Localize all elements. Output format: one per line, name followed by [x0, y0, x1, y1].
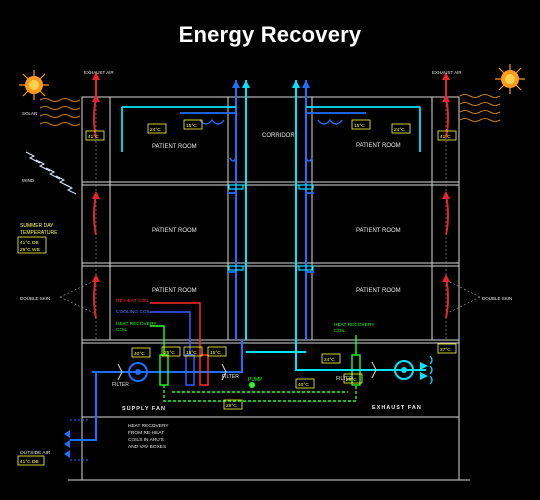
label-cooling-coil: COOLING COIL — [116, 309, 151, 315]
top-floor-supply-ducts — [180, 112, 366, 273]
filter-icons — [117, 361, 377, 381]
heat-recovery-coil — [150, 325, 361, 402]
label-reheat-coil: RE-HEAT COIL — [116, 298, 149, 304]
label-double-skin-left: DOUBLE SKIN — [20, 296, 50, 301]
label-outside-air: OUTSIDE AIR — [20, 450, 51, 456]
label-filter: FILTER — [112, 382, 129, 388]
label-solar: SOLAR — [22, 111, 38, 116]
label-exhaust-air-right: EXHAUST AIR — [432, 70, 462, 75]
sun-icon — [19, 70, 49, 100]
room-label: PATIENT ROOM — [356, 143, 401, 149]
temp-label: 25°C — [164, 350, 175, 356]
temp-label: 15°C — [354, 123, 365, 129]
label-pump: PUMP — [248, 377, 263, 383]
note-line-3: COILS IN AHU'S — [128, 437, 164, 443]
note-line-1: HEAT RECOVERY — [128, 423, 169, 429]
temp-label: 40°C — [298, 382, 309, 388]
exhaust-duct-ahu — [246, 340, 426, 371]
riser-arrowheads — [232, 80, 310, 88]
exhaust-air-risers — [245, 80, 297, 340]
label-wind: WIND — [22, 178, 35, 183]
exhaust-out-arrows — [420, 362, 428, 380]
label-supply-fan: SUPPLY FAN — [122, 406, 166, 412]
temp-label: 28°C — [226, 403, 237, 409]
label-exhaust-air-left: EXHAUST AIR — [84, 70, 114, 75]
arrow-heads — [92, 72, 450, 282]
label-heat-recovery-coil-right-2: COIL — [334, 328, 346, 334]
room-label: PATIENT ROOM — [356, 228, 401, 234]
return-grilles — [228, 184, 314, 271]
riser-arrowheads-exhaust — [242, 80, 300, 88]
temp-label: 41°C DB — [20, 459, 39, 465]
note-line-2: FROM RE-HEAT — [128, 430, 164, 436]
temp-label: 25°C WB — [20, 247, 40, 253]
outside-air-arrows — [64, 430, 70, 458]
label-heat-recovery-coil-2: COIL — [116, 327, 128, 333]
temp-label: 41°C — [88, 134, 99, 140]
label-heat-recovery-coil: HEAT RECOVERY — [116, 321, 157, 327]
sun-icon — [495, 64, 525, 94]
diagram-title: Energy Recovery — [178, 22, 362, 47]
room-label: PATIENT ROOM — [152, 144, 197, 150]
solar-rays — [39, 94, 501, 126]
exhaust-fan-icon — [394, 360, 414, 380]
label-summer-day: SUMMER DAY — [20, 223, 54, 229]
temp-label: 24°C — [150, 127, 161, 133]
temp-label: 28°C — [346, 377, 357, 383]
temp-label: 37°C — [440, 347, 451, 353]
label-corridor: CORRIDOR — [262, 133, 295, 139]
room-label: PATIENT ROOM — [356, 288, 401, 294]
exhaust-stacks — [95, 78, 447, 96]
temp-label: 24°C — [324, 357, 335, 363]
top-floor-ducts — [121, 106, 421, 152]
building-outline — [81, 96, 460, 418]
temp-label: 41°C — [440, 134, 451, 140]
label-filter: FILTER — [336, 376, 353, 382]
temp-label: 24°C — [394, 127, 405, 133]
temp-label: 41°C DB — [20, 240, 39, 246]
supply-duct-ahu — [70, 340, 243, 441]
room-label: PATIENT ROOM — [152, 228, 197, 234]
label-summer-temp: TEMPERATURE — [20, 230, 58, 236]
wind-icon — [25, 151, 77, 195]
supply-fan-icon — [128, 362, 148, 382]
note-line-4: AND VAV BOXES — [128, 444, 166, 450]
label-double-skin-right: DOUBLE SKIN — [482, 296, 512, 301]
cooling-coil — [150, 311, 195, 386]
reheat-coil — [150, 302, 209, 386]
temp-label: 15°C — [186, 350, 197, 356]
supply-air-risers — [235, 80, 307, 340]
label-filter: FILTER — [222, 374, 239, 380]
label-exhaust-fan: EXHAUST FAN — [372, 405, 422, 411]
exhaust-louvres — [429, 355, 433, 385]
label-heat-recovery-coil-right: HEAT RECOVERY — [334, 322, 375, 328]
building-structure — [68, 96, 470, 481]
temp-label: 15°C — [210, 350, 221, 356]
outside-air-dashes — [70, 419, 90, 461]
pump-icon — [249, 382, 255, 388]
temperature-readings: 41°C 41°C 41°C DB 25°C WB 24°C 15°C 15°C… — [17, 119, 457, 466]
vav-boxes — [199, 118, 343, 162]
temp-label: 15°C — [186, 123, 197, 129]
temp-label: 40°C — [134, 351, 145, 357]
room-label: PATIENT ROOM — [152, 288, 197, 294]
